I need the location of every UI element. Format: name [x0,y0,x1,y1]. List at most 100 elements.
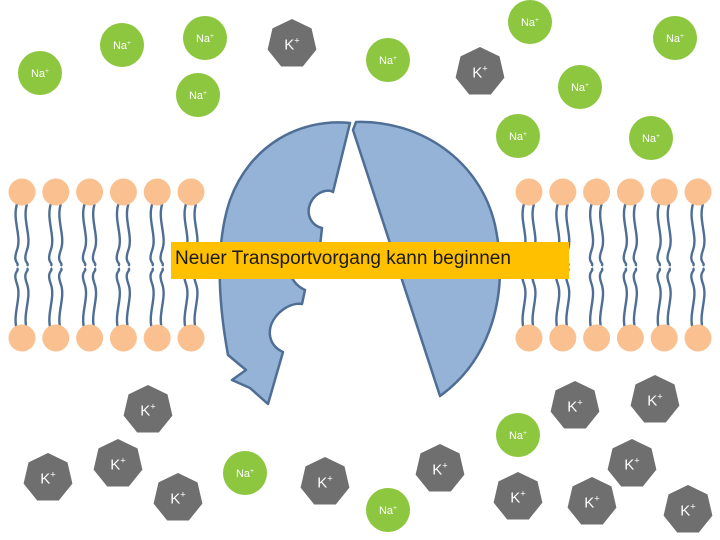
lipid-tail [57,203,64,267]
lipid-tail [125,267,132,331]
sodium-ion [496,114,540,158]
sodium-ion-label: Na+ [509,131,527,143]
lipid-head [109,324,137,352]
sodium-ion [558,65,602,109]
potassium-ion-label: K+ [624,456,639,474]
lipid-head [583,324,611,352]
potassium-ion [455,47,505,95]
sodium-ion [223,451,267,495]
lipid-head [8,178,36,206]
lipid-tail [656,203,662,267]
potassium-ion [550,381,600,429]
lipid-tail [598,267,605,331]
lipid-head [616,178,644,206]
lipid-tail [14,267,20,331]
potassium-ion-label: K+ [110,456,125,474]
potassium-ion [607,439,657,487]
sodium-ion-label: Na+ [31,68,49,80]
potassium-ion-label: K+ [472,64,487,82]
lipid-tail [91,203,98,267]
lipid-head [549,324,577,352]
sodium-ion [100,23,144,67]
lipid-tail [115,267,122,331]
sodium-ion-label: Na+ [642,133,660,145]
potassium-ion [567,477,617,525]
lipid-tail [632,267,639,331]
lipid-tail [622,203,629,267]
potassium-ion [630,375,680,423]
potassium-ion [93,439,143,487]
lipid-tail [14,203,20,267]
lipid-head [76,324,104,352]
lipid-tail [24,267,30,331]
lipid-tail [700,267,706,331]
potassium-ion-label: K+ [170,490,185,508]
sodium-ion [366,38,410,82]
sodium-ion-label: Na+ [509,430,527,442]
potassium-ion [415,444,465,492]
sodium-ion [496,413,540,457]
ion-layer: Na+Na+Na+Na+Na+Na+Na+Na+Na+Na+Na+Na+Na+K… [18,0,713,533]
lipid-heads-outer [8,178,712,206]
lipid-head [143,324,171,352]
lipid-head [42,324,70,352]
sodium-ion-label: Na+ [571,82,589,94]
lipid-tail [656,267,662,331]
lipid-head [109,178,137,206]
potassium-ion [300,457,350,505]
lipid-head [76,178,104,206]
sodium-ion [366,488,410,532]
sodium-ion [183,16,227,60]
lipid-tail [57,267,64,331]
lipid-tail [159,267,165,331]
caption-box: Neuer Transportvorgang kann beginnen [171,242,569,279]
sodium-ion-label: Na+ [666,33,684,45]
lipid-tail [149,203,155,267]
lipid-head [684,324,712,352]
potassium-ion-label: K+ [140,402,155,420]
lipid-tail [622,267,629,331]
lipid-head [549,178,577,206]
sodium-ion [629,116,673,160]
lipid-head [177,324,205,352]
sodium-ion-label: Na+ [379,505,397,517]
lipid-head [684,178,712,206]
lipid-tail [690,267,696,331]
lipid-tail [91,267,98,331]
lipid-tail [588,267,595,331]
lipid-head [42,178,70,206]
lipid-tail [47,267,54,331]
potassium-ion [123,385,173,433]
potassium-ion-label: K+ [40,470,55,488]
lipid-tail [632,203,639,267]
lipid-tail [666,267,672,331]
lipid-head [515,324,543,352]
potassium-ion-label: K+ [432,461,447,479]
lipid-tail [125,203,132,267]
sodium-ion-label: Na+ [196,33,214,45]
sodium-ion-label: Na+ [379,55,397,67]
sodium-ion [508,0,552,44]
sodium-ion-label: Na+ [236,468,254,480]
lipid-tail [81,203,88,267]
lipid-head [515,178,543,206]
potassium-ion-label: K+ [647,392,662,410]
sodium-ion [18,51,62,95]
lipid-head [583,178,611,206]
potassium-ion-label: K+ [284,36,299,54]
lipid-head [650,178,678,206]
potassium-ion [267,19,317,67]
lipid-tail [24,203,30,267]
lipid-head [177,178,205,206]
lipid-tail [149,267,155,331]
potassium-ion-label: K+ [680,502,695,520]
lipid-tail [159,203,165,267]
lipid-tail [81,267,88,331]
potassium-ion-label: K+ [510,489,525,507]
sodium-ion-label: Na+ [189,90,207,102]
potassium-ion [493,472,543,520]
lipid-tail [115,203,122,267]
lipid-tail [690,203,696,267]
potassium-ion-label: K+ [317,474,332,492]
lipid-head [143,178,171,206]
